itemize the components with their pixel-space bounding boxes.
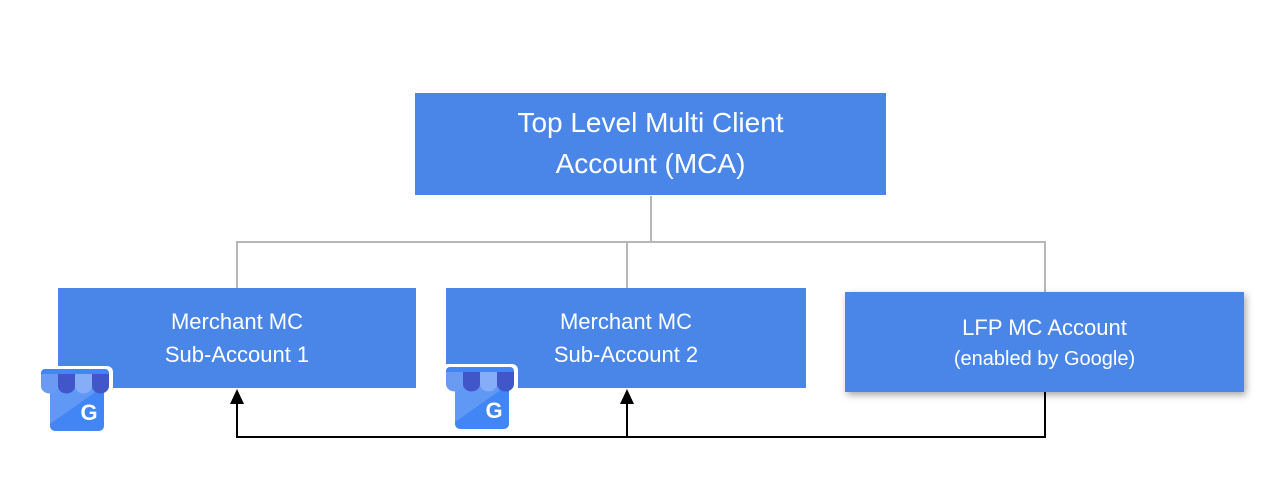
google-g-letter: G <box>485 398 502 423</box>
node-label-line2: (enabled by Google) <box>953 347 1136 370</box>
node-label-line1: Merchant MC <box>559 309 693 334</box>
google-g-letter: G <box>80 400 97 425</box>
node-label-line2: Account (MCA) <box>555 148 746 179</box>
node-label-line1: Top Level Multi Client <box>517 107 784 139</box>
node-label-line2: Sub-Account 1 <box>164 342 310 367</box>
connector-drop-lfp <box>1044 241 1046 292</box>
feed-line-to-sub2 <box>626 402 628 438</box>
connector-horizontal <box>236 241 1046 243</box>
node-label-line2: Sub-Account 2 <box>553 342 699 367</box>
node-label-line1: Merchant MC <box>170 309 304 334</box>
feed-line-from-lfp <box>1044 392 1046 438</box>
google-business-icon: G <box>442 364 518 432</box>
node-lfp-mc-account: LFP MC Account (enabled by Google) <box>845 292 1244 392</box>
arrowhead-up-sub2-icon <box>620 389 634 404</box>
node-label-line1: LFP MC Account <box>962 314 1127 340</box>
feed-line-horizontal <box>236 436 1046 438</box>
connector-root-stem <box>650 196 652 242</box>
google-business-icon: G <box>37 366 113 434</box>
connector-drop-sub1 <box>236 241 238 288</box>
connector-drop-sub2 <box>626 241 628 288</box>
arrowhead-up-sub1-icon <box>230 389 244 404</box>
feed-line-to-sub1 <box>236 402 238 438</box>
node-top-level-mca: Top Level Multi Client Account (MCA) <box>415 93 886 195</box>
node-merchant-sub-account-1: Merchant MC Sub-Account 1 <box>58 288 416 388</box>
